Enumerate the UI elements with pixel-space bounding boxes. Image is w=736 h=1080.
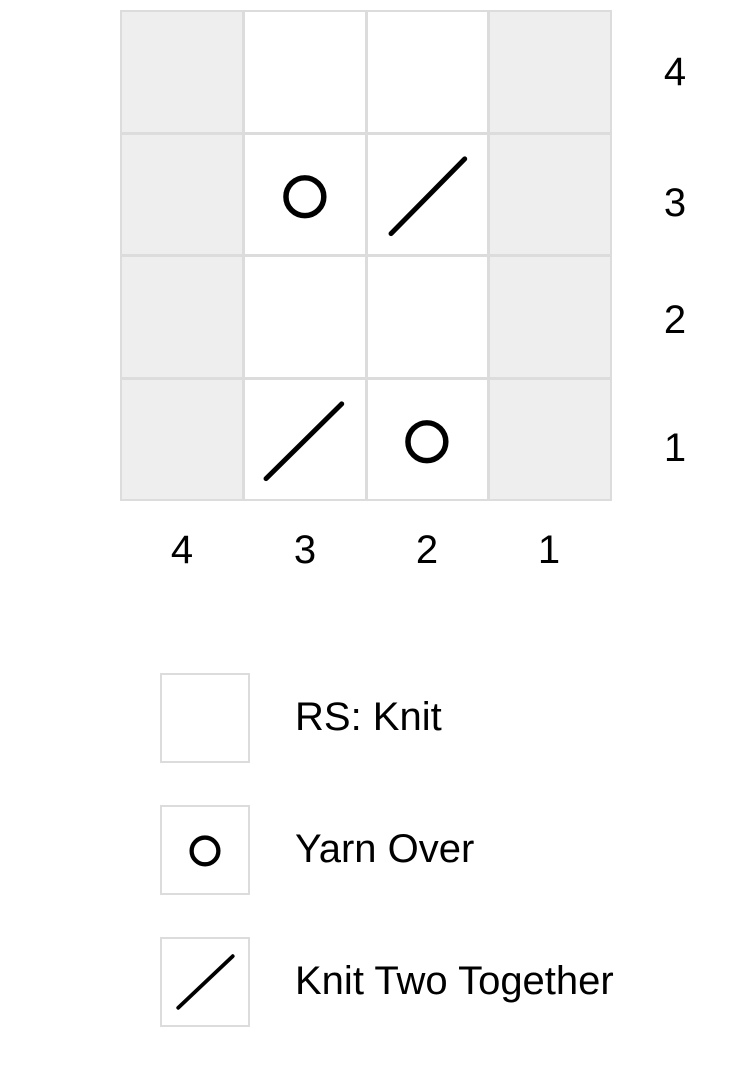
yarn-over-icon [282, 174, 327, 218]
chart-cell-no-stitch [490, 134, 610, 254]
chart-cell-yarn-over [367, 379, 488, 499]
legend-item-yarn-over: Yarn Over [160, 805, 720, 895]
chart-cell-knit [244, 12, 365, 132]
k2tog-icon [388, 155, 467, 236]
k2tog-icon [160, 937, 250, 1027]
chart-cell-no-stitch [490, 257, 610, 377]
column-number-3: 3 [293, 528, 317, 572]
chart-cell-k2tog [244, 379, 365, 499]
chart-cell-k2tog [367, 134, 488, 254]
chart-cell-no-stitch [122, 134, 242, 254]
legend-item-knit: RS: Knit [160, 673, 720, 763]
legend-label: RS: Knit [295, 695, 442, 739]
k2tog-icon [263, 400, 344, 481]
column-number-1: 1 [537, 528, 561, 572]
chart-cell-no-stitch [490, 12, 610, 132]
yarn-over-icon [160, 805, 250, 895]
column-number-4: 4 [170, 528, 194, 572]
chart-cell-yarn-over [244, 134, 365, 254]
legend-item-k2tog: Knit Two Together [160, 937, 720, 1027]
chart-cell-knit [367, 257, 488, 377]
chart-cell-no-stitch [122, 12, 242, 132]
chart-cell-knit [367, 12, 488, 132]
row-number-3: 3 [663, 181, 687, 225]
chart-cell-knit [244, 257, 365, 377]
row-number-1: 1 [663, 426, 687, 470]
chart-cell-no-stitch [122, 379, 242, 499]
legend-label: Yarn Over [295, 827, 475, 871]
yarn-over-icon [404, 419, 449, 463]
legend-label: Knit Two Together [295, 959, 614, 1003]
chart-cell-no-stitch [122, 257, 242, 377]
chart-cell-no-stitch [490, 379, 610, 499]
row-number-2: 2 [663, 298, 687, 342]
column-number-2: 2 [415, 528, 439, 572]
knit-symbol-icon [160, 673, 250, 763]
row-number-4: 4 [663, 50, 687, 94]
knitting-chart-grid [120, 10, 612, 501]
